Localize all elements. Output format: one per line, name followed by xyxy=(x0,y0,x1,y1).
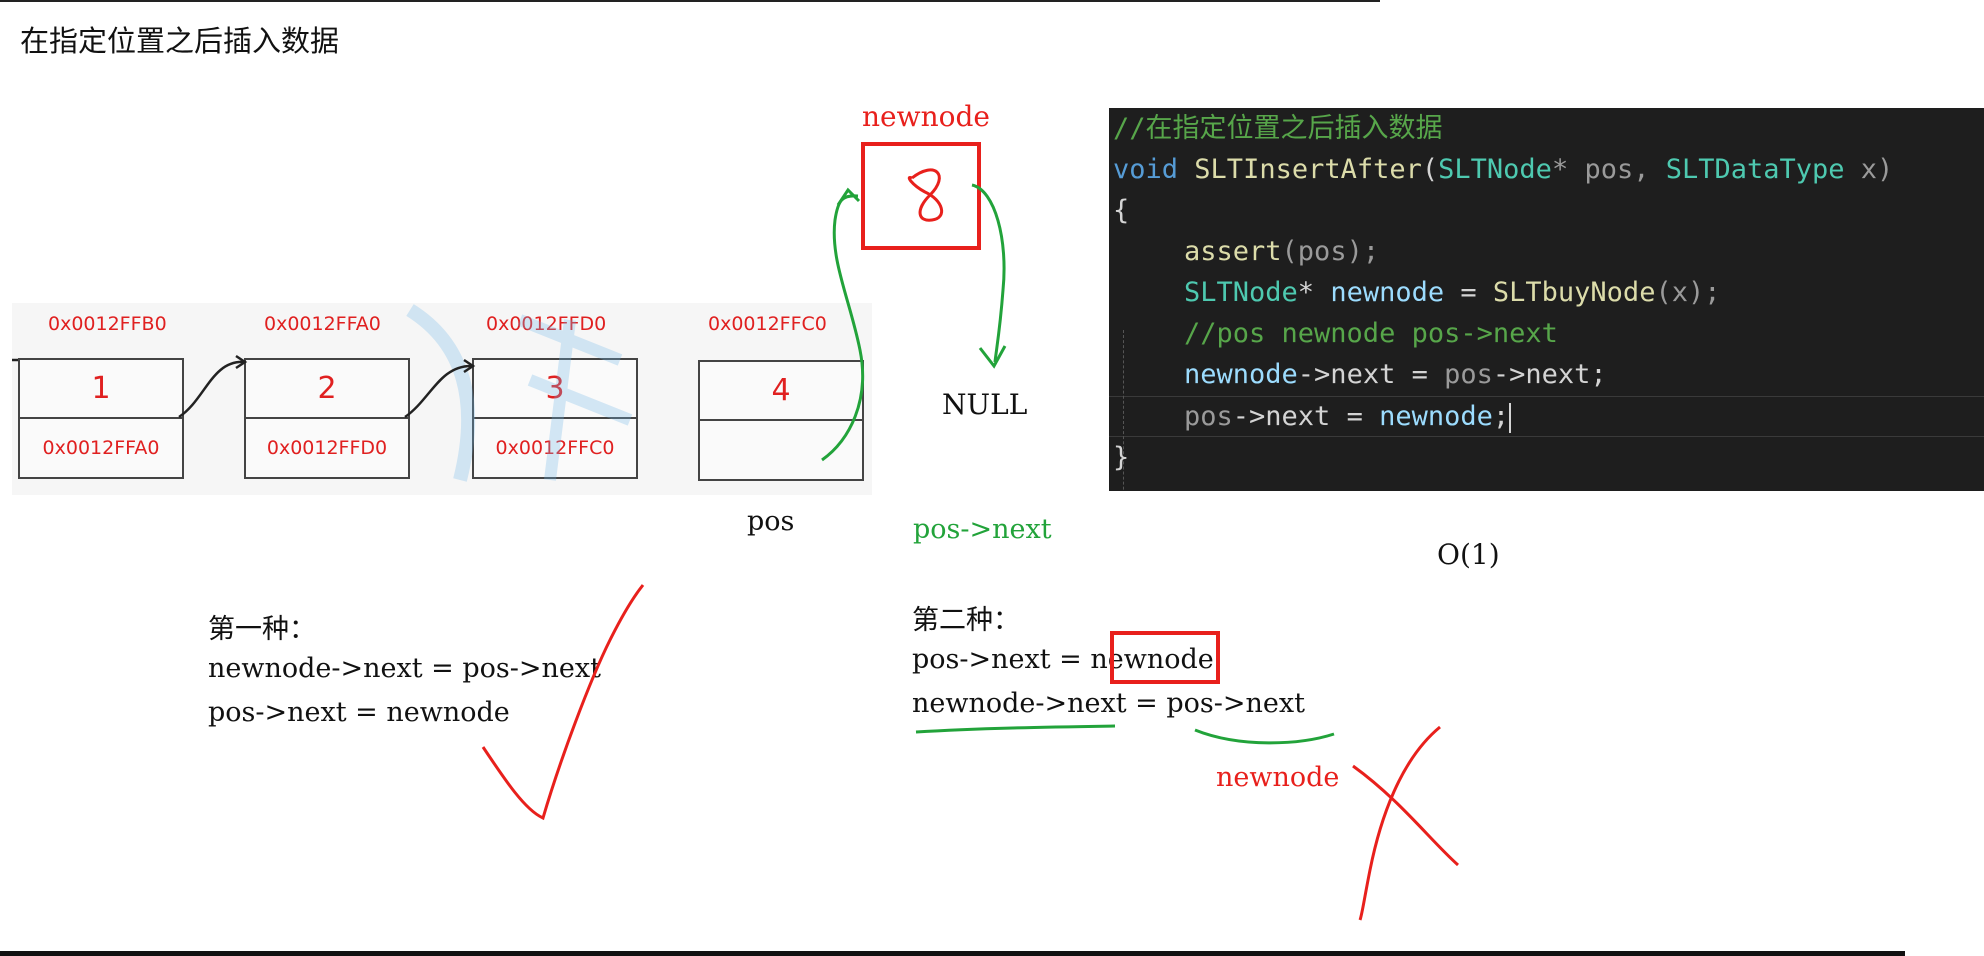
method1-line1: newnode->next = pos->next xyxy=(208,653,601,684)
code-punct: * xyxy=(1297,277,1331,308)
underline xyxy=(915,724,1116,734)
code-punct: ->next = xyxy=(1232,401,1380,432)
complexity-label: O(1) xyxy=(1437,538,1500,571)
code-punct: = xyxy=(1444,277,1493,308)
highlight-box xyxy=(1110,631,1220,684)
code-punct: ( xyxy=(1421,154,1439,185)
code-line: void SLTInsertAfter(SLTNode* pos, SLTDat… xyxy=(1113,149,1893,190)
method1-line2: pos->next = newnode xyxy=(208,697,510,728)
pos-next-label: pos->next xyxy=(913,514,1052,545)
node-data: 1 xyxy=(20,360,182,419)
code-param: pos xyxy=(1444,359,1493,390)
code-param: pos xyxy=(1184,401,1233,432)
page-title: 在指定位置之后插入数据 xyxy=(20,24,340,58)
linked-list-diagram: 0x0012FFB0 0x0012FFA0 0x0012FFD0 0x0012F… xyxy=(12,303,872,495)
code-comment: //在指定位置之后插入数据 xyxy=(1113,113,1443,144)
green-arrow-pos-to-newnode xyxy=(821,194,865,462)
null-label: NULL xyxy=(942,388,1028,421)
cross-mark xyxy=(1352,764,1459,867)
green-arrow-newnode-to-null xyxy=(971,183,1006,363)
code-variable: newnode xyxy=(1184,359,1298,390)
arrow-head xyxy=(978,345,1007,369)
code-keyword: void xyxy=(1113,154,1179,185)
method2-line2: newnode->next = pos->next xyxy=(912,688,1305,719)
top-divider xyxy=(0,0,1380,2)
arrow-head xyxy=(235,354,248,370)
method2-line1: pos->next = newnode xyxy=(912,644,1214,675)
current-line-highlight xyxy=(1109,396,1984,437)
code-param: (x); xyxy=(1655,277,1721,308)
arrow-head xyxy=(836,187,861,206)
newnode-box xyxy=(861,142,981,250)
node-data: 3 xyxy=(474,360,636,419)
code-type: SLTNode xyxy=(1184,277,1298,308)
code-brace: } xyxy=(1113,442,1130,473)
code-function: SLTInsertAfter xyxy=(1194,154,1422,185)
node-address: 0x0012FFC0 xyxy=(708,313,827,335)
code-punct: ->next; xyxy=(1492,359,1607,390)
method1-heading: 第一种： xyxy=(208,614,316,645)
node-data: 2 xyxy=(246,360,408,419)
check-mark xyxy=(481,584,645,821)
list-node: 2 0x0012FFD0 xyxy=(244,358,410,479)
code-line: } xyxy=(1113,437,1129,478)
code-line: newnode->next = pos->next; xyxy=(1184,354,1607,395)
code-param: * pos, xyxy=(1551,154,1666,185)
list-node: 4 xyxy=(698,360,864,481)
method2-heading: 第二种： xyxy=(912,605,1020,636)
code-type: SLTDataType xyxy=(1665,154,1845,185)
indent-guide xyxy=(1123,330,1124,491)
code-type: SLTNode xyxy=(1438,154,1552,185)
code-punct: ; xyxy=(1492,401,1510,432)
node-next: 0x0012FFA0 xyxy=(42,437,160,459)
text-cursor xyxy=(1509,402,1512,433)
node-address: 0x0012FFA0 xyxy=(264,313,381,335)
code-function: assert xyxy=(1184,236,1282,267)
arrow-head xyxy=(463,358,476,374)
node-address: 0x0012FFB0 xyxy=(48,313,167,335)
watermark-graphic xyxy=(406,304,633,482)
pos-label: pos xyxy=(747,506,795,537)
method2-note: newnode xyxy=(1216,762,1340,793)
list-link-arrow xyxy=(404,364,473,419)
underline xyxy=(1194,728,1335,745)
code-panel: //在指定位置之后插入数据 void SLTInsertAfter(SLTNod… xyxy=(1109,108,1984,491)
code-line: { xyxy=(1113,190,1129,231)
newnode-label: newnode xyxy=(862,100,990,133)
code-line: pos->next = newnode; xyxy=(1184,396,1512,437)
code-line: SLTNode* newnode = SLTbuyNode(x); xyxy=(1184,272,1720,313)
newnode-digit-8 xyxy=(907,168,944,222)
code-comment: //pos newnode pos->next xyxy=(1184,318,1558,349)
list-node: 3 0x0012FFC0 xyxy=(472,358,638,479)
code-param: x) xyxy=(1844,154,1894,185)
code-punct: ->next = xyxy=(1297,359,1445,390)
node-data: 4 xyxy=(700,362,862,421)
list-link-arrow xyxy=(178,360,245,419)
code-line: assert(pos); xyxy=(1184,231,1379,272)
list-node: 1 0x0012FFA0 xyxy=(18,358,184,479)
code-brace: { xyxy=(1113,195,1130,226)
node-next: 0x0012FFC0 xyxy=(495,437,615,459)
code-param: (pos); xyxy=(1281,236,1380,267)
code-function: SLTbuyNode xyxy=(1492,277,1656,308)
bottom-divider xyxy=(0,951,1905,956)
code-variable: newnode xyxy=(1379,401,1493,432)
code-line: //pos newnode pos->next xyxy=(1184,313,1558,354)
node-next: 0x0012FFD0 xyxy=(266,437,388,459)
node-address: 0x0012FFD0 xyxy=(486,313,607,335)
code-variable: newnode xyxy=(1330,277,1445,308)
code-line: //在指定位置之后插入数据 xyxy=(1113,108,1443,149)
cross-mark xyxy=(1358,725,1441,921)
